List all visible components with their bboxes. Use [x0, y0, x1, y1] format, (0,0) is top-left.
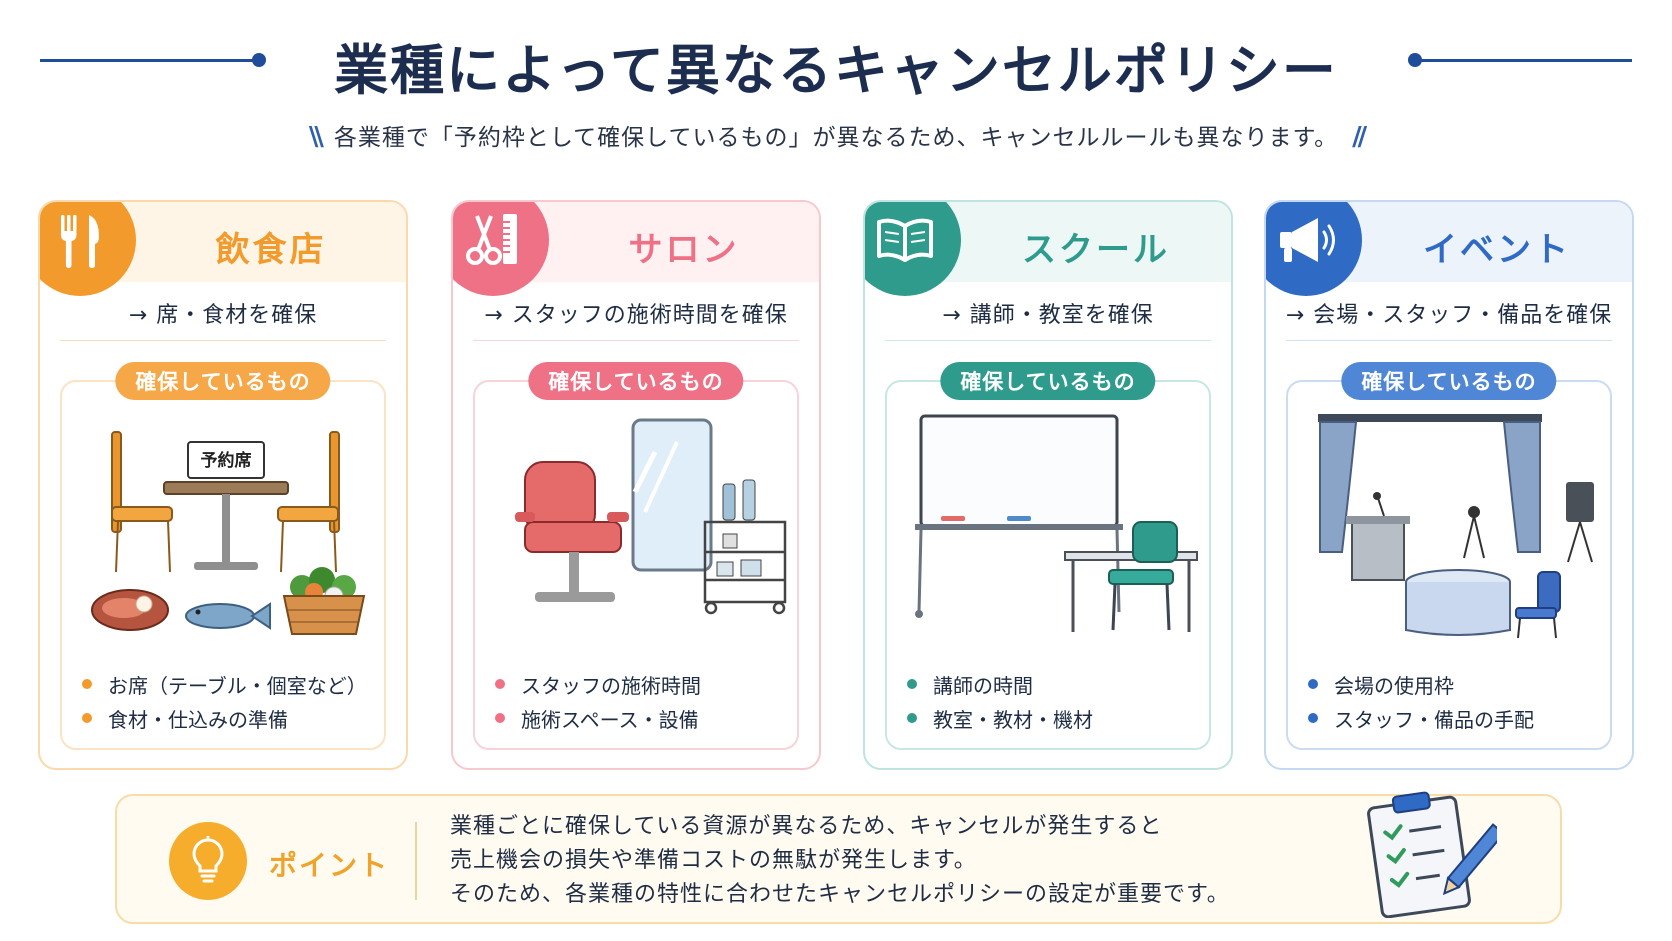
event-illustration [1318, 414, 1594, 639]
list-item-text: スタッフの施術時間 [521, 673, 701, 698]
cart-icon [703, 520, 787, 615]
list-item-text: お席（テーブル・個室など） [108, 673, 367, 698]
meat-icon [91, 589, 169, 631]
card-subtitle: → 席・食材を確保 [128, 303, 318, 328]
list-item: 講師の時間 [907, 667, 1199, 701]
fork-knife-icon [40, 202, 136, 296]
podium-icon [1346, 492, 1410, 581]
chair-icon [277, 431, 340, 573]
mirror-icon [631, 418, 713, 572]
point-text: 業種ごとに確保している資源が異なるため、キャンセルが発生すると 売上機会の損失や… [450, 810, 1230, 912]
card-title: 飲食店 [215, 230, 327, 270]
point-line: 業種ごとに確保している資源が異なるため、キャンセルが発生すると [450, 814, 1163, 839]
list-item-text: 講師の時間 [933, 673, 1033, 698]
secured-pill: 確保しているもの [940, 362, 1156, 400]
list-item: スタッフの施術時間 [495, 667, 787, 701]
point-divider [415, 822, 417, 900]
card-event: イベント → 会場・スタッフ・備品を確保 確保しているもの [1264, 200, 1634, 770]
list-item: 施術スペース・設備 [495, 701, 787, 735]
card-subtitle: → 講師・教室を確保 [942, 303, 1154, 328]
point-box: ポイント 業種ごとに確保している資源が異なるため、キャンセルが発生すると 売上機… [115, 791, 1562, 924]
card-separator [1286, 340, 1612, 341]
secured-pill: 確保しているもの [115, 362, 331, 400]
card-school: スクール → 講師・教室を確保 確保しているもの [863, 200, 1233, 770]
inner-box: 確保しているもの [473, 362, 799, 750]
card-separator [60, 340, 386, 341]
school-illustration [915, 414, 1198, 632]
chair-icon [1108, 521, 1178, 631]
page-subtitle: 各業種で「予約枠として確保しているもの」が異なるため、キャンセルルールも異なりま… [333, 125, 1339, 151]
list-item: スタッフ・備品の手配 [1308, 701, 1600, 735]
card-title: イベント [1423, 230, 1571, 270]
bullet-list: 会場の使用枠 スタッフ・備品の手配 [1308, 667, 1600, 735]
title-line-left [40, 59, 258, 62]
page-title: 業種によって異なるキャンセルポリシー [334, 39, 1338, 102]
bullet-list: 講師の時間 教室・教材・機材 [907, 667, 1199, 735]
title-line-right [1414, 59, 1632, 62]
card-subtitle: → 会場・スタッフ・備品を確保 [1285, 303, 1613, 328]
inner-box: 確保しているもの [1286, 362, 1612, 750]
salon-illustration [515, 418, 787, 615]
tripod-icon [1463, 506, 1485, 559]
salon-chair-icon [515, 461, 629, 602]
card-separator [885, 340, 1211, 341]
list-item: 食材・仕込みの準備 [82, 701, 374, 735]
speaker-icon [1566, 482, 1594, 563]
bullet-list: スタッフの施術時間 施術スペース・設備 [495, 667, 787, 735]
inner-box: 確保しているもの [885, 362, 1211, 750]
card-restaurant: 飲食店 → 席・食材を確保 確保しているもの [38, 200, 408, 770]
card-separator [473, 340, 799, 341]
list-item: お席（テーブル・個室など） [82, 667, 374, 701]
card-salon: サロン → スタッフの施術時間を確保 確保しているもの [451, 200, 821, 770]
desk-icon [1064, 551, 1198, 632]
vegetable-basket-icon [282, 567, 366, 635]
stage-curtain-icon [1318, 414, 1542, 553]
slash-deco-right: // [1352, 122, 1367, 152]
slash-deco-left: \\ [308, 122, 324, 152]
reserved-sign-label: 予約席 [201, 450, 252, 471]
lightbulb-icon [169, 822, 247, 900]
list-item-text: 会場の使用枠 [1334, 673, 1454, 698]
whiteboard-icon [915, 414, 1123, 618]
table-icon [163, 481, 289, 570]
fish-icon [185, 602, 271, 630]
round-table-icon [1405, 569, 1511, 636]
list-item-text: 食材・仕込みの準備 [108, 707, 288, 732]
point-line: そのため、各業種の特性に合わせたキャンセルポリシーの設定が重要です。 [450, 882, 1230, 907]
list-item: 教室・教材・機材 [907, 701, 1199, 735]
card-title: サロン [628, 230, 740, 270]
list-item-text: 施術スペース・設備 [521, 707, 699, 732]
inner-box: 確保しているもの 予約席 [60, 362, 386, 750]
secured-pill: 確保しているもの [528, 362, 744, 400]
list-item-text: 教室・教材・機材 [933, 707, 1093, 732]
card-title: スクール [1022, 230, 1170, 270]
list-item-text: スタッフ・備品の手配 [1334, 707, 1534, 732]
list-item: 会場の使用枠 [1308, 667, 1600, 701]
chair-icon [111, 431, 173, 573]
point-label: ポイント [269, 849, 390, 882]
title-row: 業種によって異なるキャンセルポリシー [0, 18, 1672, 102]
point-line: 売上機会の損失や準備コストの無駄が発生します。 [450, 848, 977, 873]
restaurant-illustration: 予約席 [91, 431, 366, 635]
card-subtitle: → スタッフの施術時間を確保 [484, 303, 788, 328]
title-dot-left [252, 53, 266, 67]
bullet-list: お席（テーブル・個室など） 食材・仕込みの準備 [82, 667, 374, 735]
chair-icon [1515, 571, 1561, 639]
clipboard-check-icon [1367, 791, 1497, 918]
subtitle-row: \\ 各業種で「予約枠として確保しているもの」が異なるため、キャンセルルールも異な… [0, 118, 1672, 158]
secured-pill: 確保しているもの [1341, 362, 1557, 400]
